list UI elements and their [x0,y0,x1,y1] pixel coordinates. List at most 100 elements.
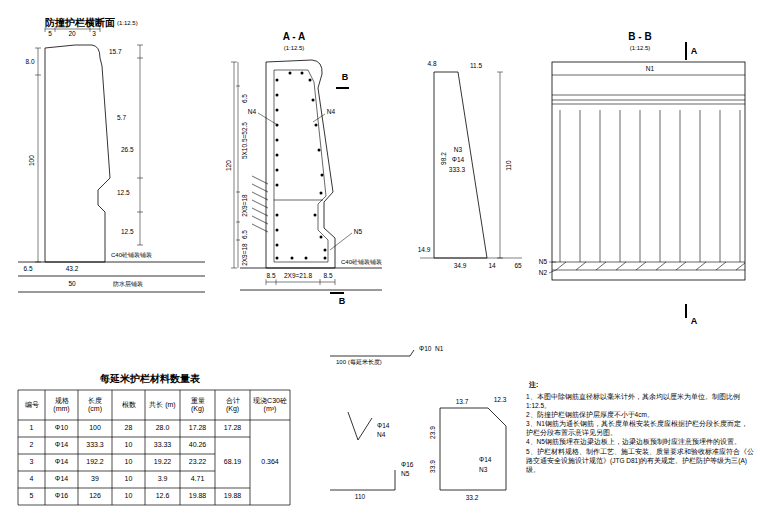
dimension-label: 20 [67,30,76,37]
table-cell: 17.28 [216,421,249,436]
table-title: 每延米护栏材料数量表 [99,373,201,384]
dimension-line [231,62,335,285]
rebar-label: Φ16 [400,461,414,468]
table-cell: 33.33 [146,438,179,453]
dimension-label: 12.3 [493,396,508,403]
rebar-dots [276,72,327,260]
dimension-label: 2X9=21.8 [283,272,313,279]
rebar-shape [330,470,395,490]
barrier-outline [45,45,110,262]
rebar-shape [440,408,506,490]
scale-label: (1:12.5) [116,20,139,27]
elevation-outline [552,62,745,280]
dimension-label: 100 [27,154,34,167]
table-cell: 1 [19,421,44,436]
rebar-label: N3 [453,146,463,153]
table-cell: 5 [19,489,44,504]
table-cell: Φ16 [46,489,77,504]
table-cell: Φ14 [46,472,77,487]
dimension-label: 13.7 [455,398,470,405]
rebar-label: N3 [478,466,488,473]
material-label: C40砼铺装铺装 [340,259,383,266]
table-cell: 10 [113,472,144,487]
material-label: C40砼铺装铺装 [110,252,153,259]
note-text: 4、N5钢筋预埋在边梁边板上，边梁边板预制时应注意预埋件的设置。 [526,437,754,446]
section-mark: B [341,73,350,83]
dimension-label: 8.0 [24,58,35,65]
table-header: 现浇C30砼 (m³) [251,391,289,419]
table-grid [18,390,290,505]
table-cell: 28 [113,421,144,436]
scale-label: (1:12.5) [283,45,306,52]
deck-line [240,268,382,290]
table-cell: 192.2 [79,455,111,470]
anchor-bar [252,176,268,232]
table-cell: 10 [113,489,144,504]
section-mark: A [690,317,699,327]
table-cell: 17.28 [181,421,214,436]
dimension-label: 43.2 [65,265,80,272]
table-cell: 4.71 [181,472,214,487]
dimension-label: 50 [67,280,76,287]
note-text: 3、N1钢筋为通长钢筋，其长度单根安装长度应根据护栏分段长度而定，护栏分段布置示… [526,419,754,437]
dimension-label: 33.2 [465,494,480,501]
rebar-shape [434,72,487,258]
dimension-line [35,26,143,262]
scale-label: (1:12.5) [629,45,652,52]
table-header: 根数 [113,391,144,419]
section-marker [685,42,687,318]
rebar-label: Φ10 [418,345,432,352]
dimension-label: 8.5 [265,272,276,279]
note-text: 5、护栏材料规格、制作工艺、施工安装、质量要求和验收标准应符合《公路交通安全设施… [526,447,754,474]
table-cell: 23.22 [181,455,214,470]
dimension-label: 6.5 [240,229,247,240]
table-cell: 19.88 [181,489,214,504]
section-title: A - A [282,31,307,42]
dimension-label: 2X9=18 [240,193,247,218]
rebar-label: N5 [538,258,548,265]
table-header: 规格 (mm) [46,391,77,419]
table-header: 编号 [19,391,44,419]
table-cell: 40.26 [181,438,214,453]
dimension-line [420,72,522,258]
material-label: 防水层铺装 [112,281,144,288]
rebar-label: N5 [400,470,410,477]
dimension-label: 33.9 [428,459,435,474]
dimension-label: 5X10.5=52.5 [240,121,247,160]
rebar-shape [330,350,414,356]
rebar-shape [348,412,372,440]
table-header: 长度 (cm) [79,391,111,419]
section-title: 防撞护栏横断面 [44,17,116,28]
table-header: 共长 (m) [146,391,179,419]
table-cell: 2 [19,438,44,453]
dimension-label: 2X9=18 [240,242,247,267]
leader-line [549,262,556,273]
section-title: B - B [627,31,652,42]
note-text: 1、本图中除钢筋直径标以毫米计外，其余均以厘米为单位。制图比例1:12.5。 [526,392,754,410]
dimension-label: 6.5 [22,265,33,272]
dimension-label: 98.2 [439,151,446,166]
table-cell: Φ14 [46,455,77,470]
rebar-line [552,75,745,270]
notes-block: 1、本图中除钢筋直径标以毫米计外，其余均以厘米为单位。制图比例1:12.5。2、… [526,392,754,474]
section-mark: A [690,47,699,57]
dimension-label: 5.7 [116,114,127,121]
table-cell: 28.0 [146,421,179,436]
table-cell: 12.6 [146,489,179,504]
dimension-label: 12.5 [120,228,135,235]
dimension-label: 14 [487,262,496,269]
table-cell: 19.22 [146,455,179,470]
barrier-outline [266,60,335,268]
dimension-label: 120 [224,159,231,172]
note-text: 2、防撞护栏钢筋保护层厚度不小于4cm。 [526,410,754,419]
rebar-label: N1 [645,65,655,72]
dimension-label: 333.3 [448,166,466,173]
dimension-label: 3 [91,30,97,37]
table-cell: 68.19 [216,438,249,487]
dimension-label: 23.9 [428,425,435,440]
section-mark: B [338,297,347,307]
dimension-label: 6.5 [240,93,247,104]
rebar-label: N4 [326,108,336,115]
rebar-label: Φ14 [478,456,492,463]
table-cell: Φ14 [46,438,77,453]
